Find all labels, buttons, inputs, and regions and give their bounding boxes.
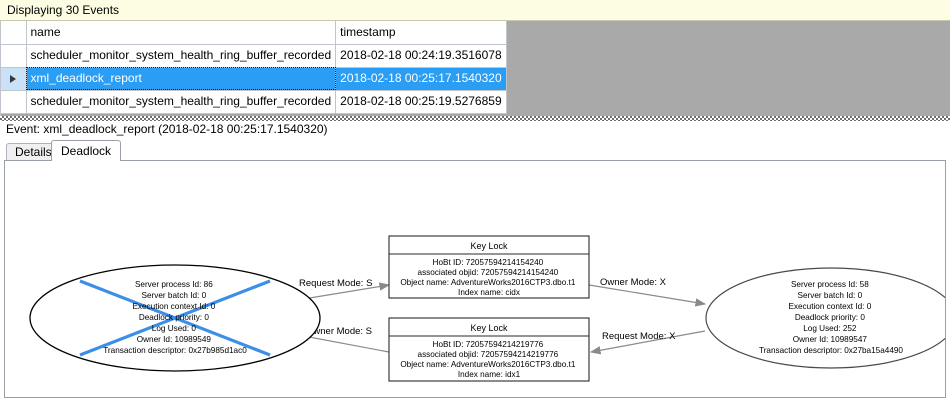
resource-line: Object name: AdventureWorks2016CTP3.dbo.… [400, 360, 576, 369]
resource-title: Key Lock [470, 323, 508, 333]
resource-node-bottom[interactable]: Key Lock HoBt ID: 72057594214219776 asso… [388, 317, 590, 382]
cell-name[interactable]: scheduler_monitor_system_health_ring_buf… [26, 90, 337, 114]
panel-splitter[interactable] [0, 116, 950, 121]
events-grid[interactable]: name timestamp scheduler_monitor_system_… [0, 21, 950, 116]
process-line: Server process Id: 86 [135, 280, 213, 289]
cell-timestamp[interactable]: 2018-02-18 00:25:19.5276859 [335, 90, 507, 114]
process-ellipse[interactable] [705, 267, 945, 369]
cell-name[interactable]: scheduler_monitor_system_health_ring_buf… [26, 44, 337, 68]
process-details-left: Server process Id: 86 Server batch Id: 0… [103, 280, 247, 355]
column-header-name[interactable]: name [26, 21, 337, 45]
resource-line: associated objid: 72057594214219776 [418, 350, 559, 359]
edge-label: Owner Mode: S [306, 326, 372, 337]
process-line: Owner Id: 10989547 [793, 335, 868, 344]
events-table: name timestamp scheduler_monitor_system_… [0, 21, 507, 114]
process-line: Log Used: 0 [152, 324, 197, 333]
edge-top-owner-right: Owner Mode: X [588, 277, 707, 307]
resource-box[interactable] [388, 235, 590, 299]
tab-deadlock[interactable]: Deadlock [51, 140, 122, 161]
deadlock-victim-cross-icon [79, 279, 271, 357]
grid-left-border [0, 21, 1, 116]
process-line: Server process Id: 58 [791, 280, 869, 289]
process-line: Log Used: 252 [803, 324, 857, 333]
resource-line: HoBt ID: 72057594214154240 [433, 258, 544, 267]
process-line: Transaction descriptor: 0x27ba15a4490 [759, 346, 903, 355]
table-row-selected[interactable]: xml_deadlock_report 2018-02-18 00:25:17.… [0, 67, 507, 91]
tab-details[interactable]: Details [6, 143, 61, 161]
table-row[interactable]: scheduler_monitor_system_health_ring_buf… [0, 90, 507, 114]
resource-line: Object name: AdventureWorks2016CTP3.dbo.… [400, 278, 576, 287]
process-line: Owner Id: 10989549 [137, 335, 212, 344]
column-header-selector [0, 21, 27, 45]
resource-line: Index name: cidx [458, 288, 520, 297]
edge-right-request-bottom: Request Mode: X [589, 330, 706, 355]
table-row[interactable]: scheduler_monitor_system_health_ring_buf… [0, 44, 507, 68]
tab-strip: Details Deadlock [0, 140, 950, 161]
process-line: Deadlock priority: 0 [139, 313, 210, 322]
resource-details-bottom: HoBt ID: 72057594214219776 associated ob… [400, 340, 577, 379]
process-node-left[interactable]: Server process Id: 86 Server batch Id: 0… [29, 264, 321, 372]
process-line: Deadlock priority: 0 [795, 313, 866, 322]
cell-name[interactable]: xml_deadlock_report [26, 67, 337, 91]
row-selector-cell[interactable] [0, 90, 27, 114]
edge-label: Request Mode: X [602, 331, 676, 342]
cell-timestamp[interactable]: 2018-02-18 00:24:19.3516078 [335, 44, 507, 68]
process-line: Execution context Id: 0 [788, 302, 871, 311]
events-count-label: Displaying 30 Events [7, 3, 120, 17]
resource-node-top[interactable]: Key Lock HoBt ID: 72057594214154240 asso… [388, 235, 590, 299]
process-node-right[interactable]: Server process Id: 58 Server batch Id: 0… [705, 267, 945, 369]
resource-line: associated objid: 72057594214154240 [418, 268, 559, 277]
process-line: Server batch Id: 0 [142, 291, 207, 300]
edge-label: Owner Mode: X [600, 277, 667, 288]
resource-box[interactable] [388, 317, 590, 382]
column-header-timestamp[interactable]: timestamp [335, 21, 507, 45]
resource-line: Index name: idx1 [458, 370, 521, 379]
cell-timestamp[interactable]: 2018-02-18 00:25:17.1540320 [335, 67, 507, 91]
resource-line: HoBt ID: 72057594214219776 [433, 340, 544, 349]
process-details-right: Server process Id: 58 Server batch Id: 0… [759, 280, 903, 355]
events-count-banner: Displaying 30 Events [0, 0, 950, 21]
event-caption: Event: xml_deadlock_report (2018-02-18 0… [0, 121, 950, 138]
resource-details-top: HoBt ID: 72057594214154240 associated ob… [400, 258, 577, 297]
edge-label: Request Mode: S [299, 278, 372, 289]
deadlock-graph-svg: Request Mode: S Owner Mode: X Owner Mode… [29, 235, 945, 382]
resource-title: Key Lock [470, 241, 508, 251]
row-selector-cell[interactable] [0, 67, 27, 91]
table-header-row: name timestamp [0, 21, 507, 45]
process-line: Execution context Id: 0 [132, 302, 215, 311]
process-line: Server batch Id: 0 [798, 291, 863, 300]
row-selector-cell[interactable] [0, 44, 27, 68]
row-selector-arrow-icon [9, 74, 16, 83]
deadlock-graph-canvas[interactable]: Request Mode: S Owner Mode: X Owner Mode… [4, 160, 946, 398]
process-line: Transaction descriptor: 0x27b985d1ac0 [103, 346, 247, 355]
